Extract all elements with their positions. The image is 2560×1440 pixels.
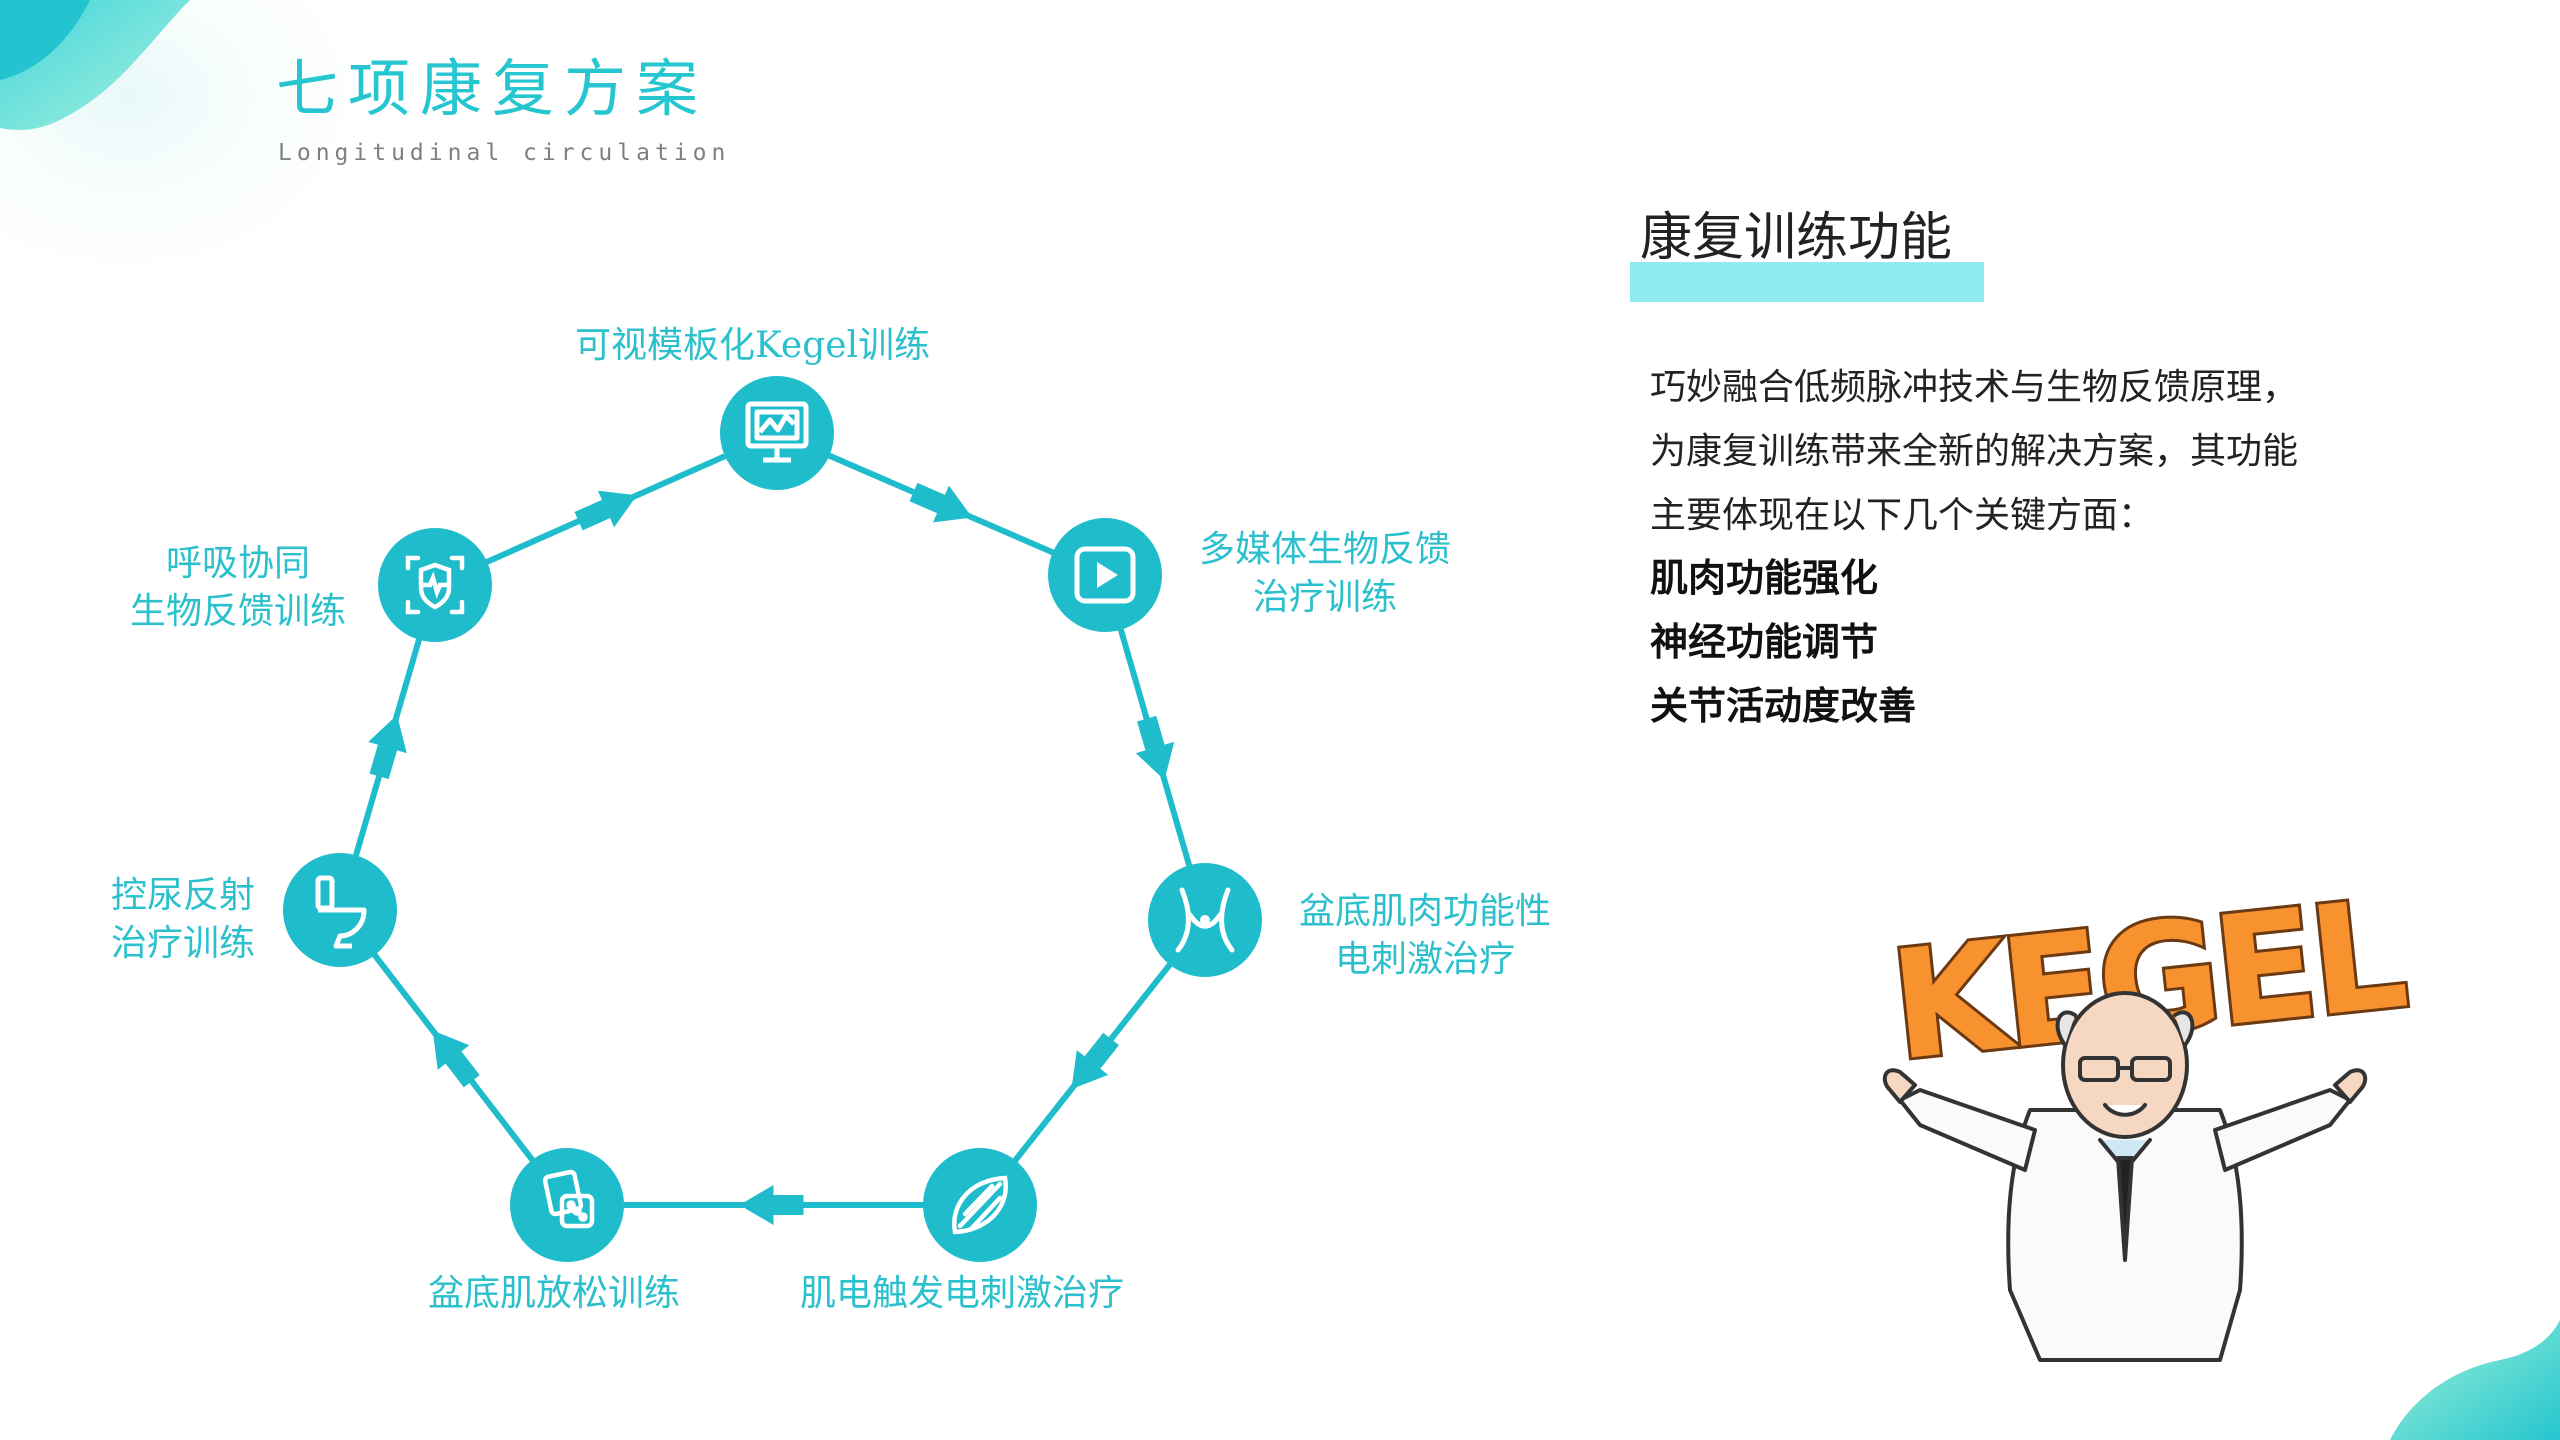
cycle-node-bottom-right [923, 1148, 1037, 1262]
function-description: 巧妙融合低频脉冲技术与生物反馈原理， 为康复训练带来全新的解决方案，其功能 主要… [1650, 367, 2299, 536]
cycle-node-label-bottom-right: 肌电触发电刺激治疗 [800, 1273, 1125, 1314]
feature-list: 肌肉功能强化 神经功能调节 关节活动度改善 [1650, 546, 1916, 738]
direction-arrow-icon [1135, 715, 1175, 781]
feature-item: 关节活动度改善 [1650, 683, 1917, 728]
feature-item: 神经功能调节 [1650, 619, 1879, 664]
toilet-icon [315, 875, 367, 949]
cycle-node-label-left: 控尿反射 治疗训练 [110, 875, 255, 964]
cycle-node-label-upper-right: 多媒体生物反馈 治疗训练 [1198, 529, 1451, 618]
cycle-arrows [368, 482, 1175, 1225]
cycle-node-label-top: 可视模板化Kegel训练 [575, 325, 931, 366]
cycle-node-upper-left [378, 528, 492, 642]
direction-arrow-icon [368, 714, 407, 780]
heartbeat-shield-icon [405, 555, 465, 615]
direction-arrow-icon [1071, 1032, 1119, 1090]
title-highlight-bar [1630, 262, 1984, 302]
cycle-node-bottom-left [510, 1148, 624, 1262]
cycle-node-right [1148, 863, 1262, 977]
muscle-icon [951, 1175, 1009, 1235]
cycle-node-label-right: 盆底肌肉功能性 电刺激治疗 [1298, 891, 1551, 980]
corner-decoration [0, 0, 420, 320]
corner-decoration [2390, 1320, 2560, 1440]
direction-arrow-icon [574, 490, 638, 531]
cycle-node-left [283, 853, 397, 967]
doctor-figure [1882, 991, 2368, 1362]
play-button-icon [1074, 546, 1136, 604]
direction-arrow-icon [909, 482, 973, 523]
direction-arrow-icon [739, 1185, 804, 1225]
kegel-doctor-illustration: KEGEL [1881, 865, 2414, 1362]
cycle-node-top [720, 376, 834, 490]
cycle-node-label-bottom-left: 盆底肌放松训练 [428, 1273, 681, 1314]
cycle-node-label-upper-left: 呼吸协同 生物反馈训练 [129, 543, 346, 632]
direction-arrow-icon [432, 1030, 480, 1088]
function-title: 康复训练功能 [1640, 208, 1953, 268]
cycle-node-upper-right [1048, 518, 1162, 632]
monitor-chart-icon [745, 401, 809, 463]
abdomen-icon [1175, 887, 1235, 953]
page-subtitle: Longitudinal circulation [278, 140, 731, 166]
dice-cards-icon [542, 1169, 595, 1229]
feature-item: 肌肉功能强化 [1650, 555, 1879, 600]
page-title: 七项康复方案 [276, 52, 709, 125]
